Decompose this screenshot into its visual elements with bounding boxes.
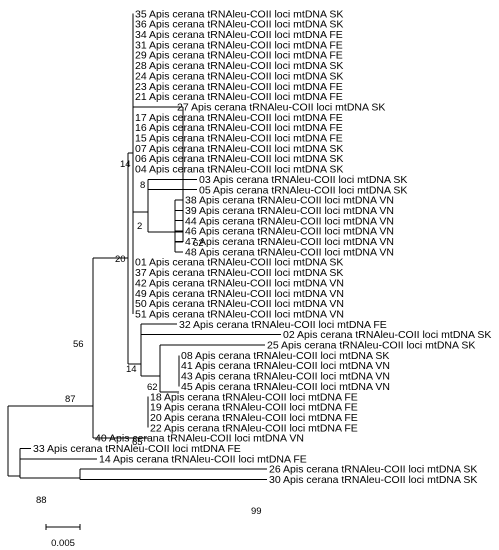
leaf-label-30: 32 Apis cerana tRNAleu-COII loci mtDNA F… xyxy=(179,319,387,331)
leaf-label-34: 41 Apis cerana tRNAleu-COII loci mtDNA V… xyxy=(181,360,390,372)
leaf-label-40: 22 Apis cerana tRNAleu-COII loci mtDNA F… xyxy=(150,422,358,434)
leaf-label-2: 34 Apis cerana tRNAleu-COII loci mtDNA F… xyxy=(135,29,343,41)
leaf-label-16: 03 Apis cerana tRNAleu-COII loci mtDNA S… xyxy=(199,174,407,186)
leaf-label-19: 39 Apis cerana tRNAleu-COII loci mtDNA V… xyxy=(185,205,394,217)
leaf-label-42: 33 Apis cerana tRNAleu-COII loci mtDNA F… xyxy=(33,443,241,455)
leaf-label-18: 38 Apis cerana tRNAleu-COII loci mtDNA V… xyxy=(185,195,394,207)
leaf-label-20: 44 Apis cerana tRNAleu-COII loci mtDNA V… xyxy=(185,215,394,227)
leaf-label-13: 07 Apis cerana tRNAleu-COII loci mtDNA S… xyxy=(135,143,343,155)
support-value-5: 56 xyxy=(73,339,84,350)
leaf-label-1: 36 Apis cerana tRNAleu-COII loci mtDNA S… xyxy=(135,19,343,31)
leaf-label-10: 17 Apis cerana tRNAleu-COII loci mtDNA F… xyxy=(135,112,343,124)
leaf-label-8: 21 Apis cerana tRNAleu-COII loci mtDNA F… xyxy=(135,91,343,103)
leaf-label-3: 31 Apis cerana tRNAleu-COII loci mtDNA F… xyxy=(135,39,343,51)
support-value-4: 20 xyxy=(115,254,126,265)
leaf-label-12: 15 Apis cerana tRNAleu-COII loci mtDNA F… xyxy=(135,133,343,145)
support-value-3: 62 xyxy=(193,238,204,249)
scale-bar-label: 0.005 xyxy=(51,538,75,549)
leaf-label-17: 05 Apis cerana tRNAleu-COII loci mtDNA S… xyxy=(199,184,407,196)
leaf-label-33: 08 Apis cerana tRNAleu-COII loci mtDNA S… xyxy=(181,350,389,362)
leaf-label-21: 46 Apis cerana tRNAleu-COII loci mtDNA V… xyxy=(185,226,394,238)
leaf-label-44: 26 Apis cerana tRNAleu-COII loci mtDNA S… xyxy=(269,464,477,476)
leaf-label-26: 42 Apis cerana tRNAleu-COII loci mtDNA V… xyxy=(135,277,344,289)
leaf-label-5: 28 Apis cerana tRNAleu-COII loci mtDNA S… xyxy=(135,60,343,72)
support-value-8: 65 xyxy=(132,437,143,448)
leaf-label-23: 48 Apis cerana tRNAleu-COII loci mtDNA V… xyxy=(185,246,394,258)
support-value-1: 8 xyxy=(140,180,145,191)
leaf-label-11: 16 Apis cerana tRNAleu-COII loci mtDNA F… xyxy=(135,122,343,134)
leaf-label-29: 51 Apis cerana tRNAleu-COII loci mtDNA V… xyxy=(135,308,344,320)
leaf-label-39: 20 Apis cerana tRNAleu-COII loci mtDNA F… xyxy=(150,412,358,424)
support-value-9: 87 xyxy=(65,394,76,405)
leaf-label-0: 35 Apis cerana tRNAleu-COII loci mtDNA S… xyxy=(135,8,343,20)
leaf-label-28: 50 Apis cerana tRNAleu-COII loci mtDNA V… xyxy=(135,298,344,310)
leaf-label-32: 25 Apis cerana tRNAleu-COII loci mtDNA S… xyxy=(267,340,475,352)
leaf-label-45: 30 Apis cerana tRNAleu-COII loci mtDNA S… xyxy=(269,474,477,486)
support-value-7: 62 xyxy=(147,382,158,393)
leaf-label-43: 14 Apis cerana tRNAleu-COII loci mtDNA F… xyxy=(99,453,307,465)
leaf-label-41: 40 Apis cerana tRNAleu-COII loci mtDNA V… xyxy=(95,433,304,445)
support-value-6: 14 xyxy=(126,364,137,375)
leaf-label-31: 02 Apis cerana tRNAleu-COII loci mtDNA S… xyxy=(283,329,491,341)
leaf-label-35: 43 Apis cerana tRNAleu-COII loci mtDNA V… xyxy=(181,371,390,383)
leaf-label-22: 47 Apis cerana tRNAleu-COII loci mtDNA V… xyxy=(185,236,394,248)
support-value-2: 2 xyxy=(137,221,142,232)
support-value-0: 14 xyxy=(120,159,131,170)
leaf-label-6: 24 Apis cerana tRNAleu-COII loci mtDNA S… xyxy=(135,70,343,82)
leaf-label-4: 29 Apis cerana tRNAleu-COII loci mtDNA F… xyxy=(135,50,343,62)
leaf-label-14: 06 Apis cerana tRNAleu-COII loci mtDNA S… xyxy=(135,153,343,165)
leaf-label-38: 19 Apis cerana tRNAleu-COII loci mtDNA F… xyxy=(150,402,358,414)
leaf-label-27: 49 Apis cerana tRNAleu-COII loci mtDNA V… xyxy=(135,288,344,300)
leaf-label-24: 01 Apis cerana tRNAleu-COII loci mtDNA S… xyxy=(135,257,343,269)
support-value-11: 99 xyxy=(251,506,262,517)
leaf-label-37: 18 Apis cerana tRNAleu-COII loci mtDNA F… xyxy=(150,391,358,403)
leaf-label-9: 27 Apis cerana tRNAleu-COII loci mtDNA S… xyxy=(177,101,385,113)
leaf-label-25: 37 Apis cerana tRNAleu-COII loci mtDNA S… xyxy=(135,267,343,279)
leaf-label-15: 04 Apis cerana tRNAleu-COII loci mtDNA S… xyxy=(135,164,343,176)
leaf-label-7: 23 Apis cerana tRNAleu-COII loci mtDNA F… xyxy=(135,81,343,93)
leaf-label-36: 45 Apis cerana tRNAleu-COII loci mtDNA V… xyxy=(181,381,390,393)
support-value-10: 88 xyxy=(36,495,47,506)
